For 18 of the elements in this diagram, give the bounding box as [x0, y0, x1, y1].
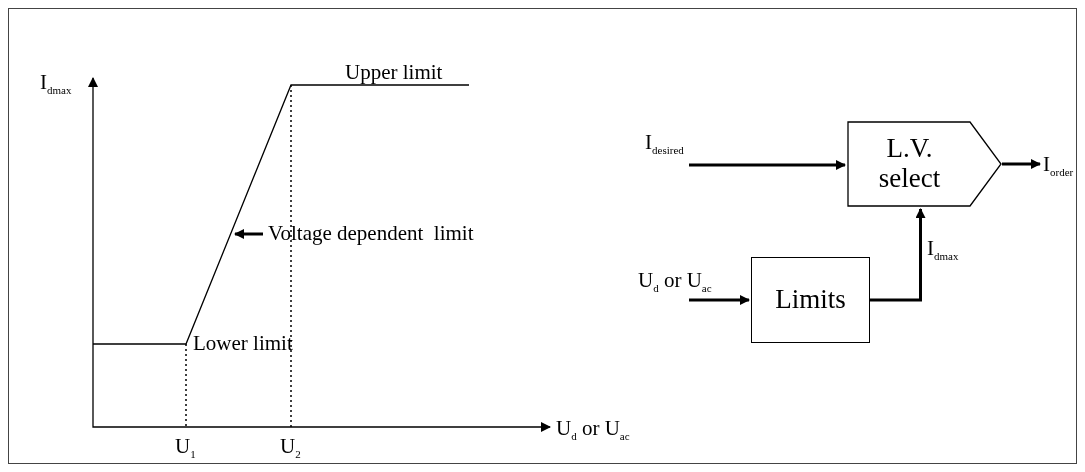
tick-label: U$_{2}$ [280, 436, 301, 461]
tick-label: U$_{1}$ [175, 436, 196, 461]
selector-block: L.V. select [847, 121, 1002, 207]
axis-label: I$_{dmax}$ [40, 72, 72, 97]
annotation-text: Voltage dependent limit [268, 221, 530, 247]
leader-arrow [234, 229, 263, 239]
curve-label: Lower limit [193, 333, 293, 354]
curve-label: Upper limit [345, 62, 443, 83]
edge-label: U$_{d}$ or U$_{ac}$ [638, 270, 712, 295]
edge-label: I$_{desired}$ [645, 132, 684, 157]
edge-label: I$_{order}$ [1043, 154, 1074, 179]
arrow [689, 295, 750, 305]
limits-block: Limits [751, 257, 870, 343]
edge-label: I$_{dmax}$ [927, 238, 959, 263]
axis-label: U$_{d}$ or U$_{ac}$ [556, 418, 630, 443]
arrow [1002, 159, 1041, 169]
arrow [870, 208, 926, 302]
arrow [689, 160, 846, 170]
